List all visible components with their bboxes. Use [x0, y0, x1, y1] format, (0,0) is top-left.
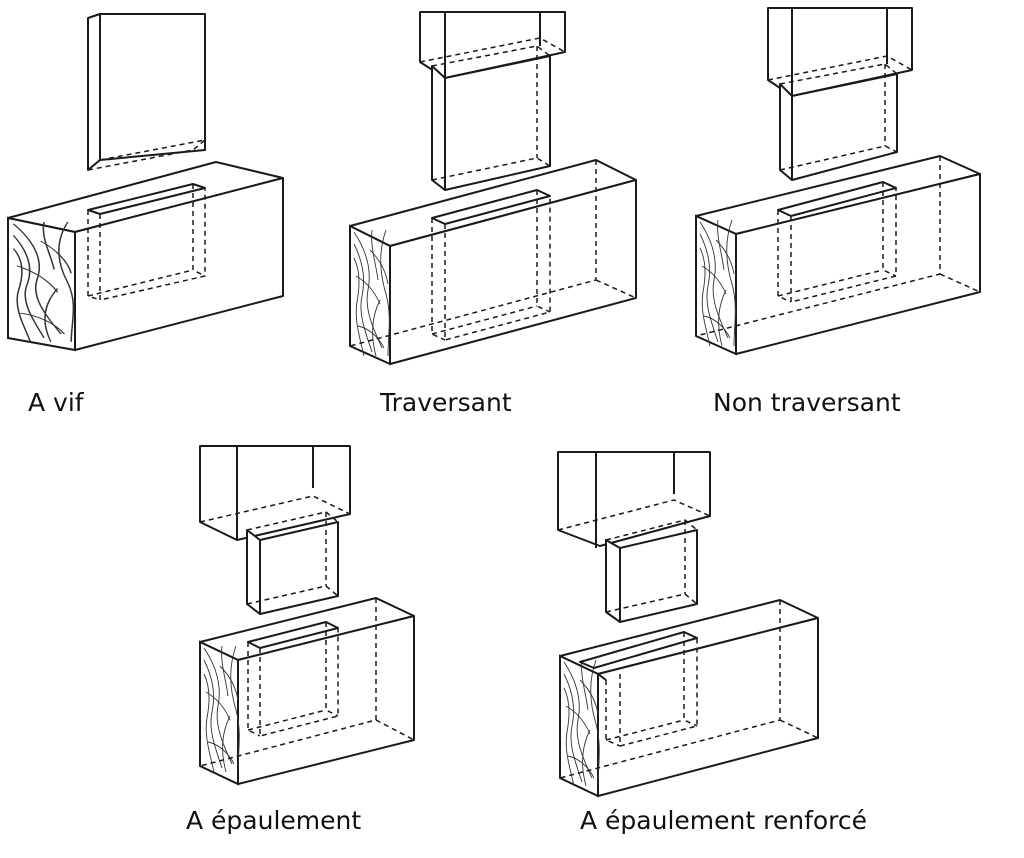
mortise-block [199, 597, 415, 786]
mortise-block [7, 161, 284, 352]
caption-a-vif: A vif [28, 388, 84, 417]
caption-a-epaulement-renforce: A épaulement renforcé [580, 806, 868, 835]
joint-a-vif [7, 13, 284, 352]
mortise-block [559, 599, 819, 798]
joint-traversant [349, 11, 637, 366]
tenon-piece [87, 13, 206, 171]
caption-traversant: Traversant [380, 388, 512, 417]
joint-a-epaulement-renforce [557, 451, 819, 798]
joint-a-epaulement [199, 445, 415, 786]
caption-a-epaulement: A épaulement [186, 806, 362, 835]
caption-non-traversant: Non traversant [713, 388, 901, 417]
mortise-block [695, 155, 981, 356]
mortise-block [349, 159, 637, 366]
tenon-piece [419, 11, 566, 191]
tenon-piece [767, 7, 913, 181]
tenon-piece [199, 445, 351, 615]
tenon-piece [557, 451, 711, 623]
joint-non-traversant [695, 7, 981, 356]
